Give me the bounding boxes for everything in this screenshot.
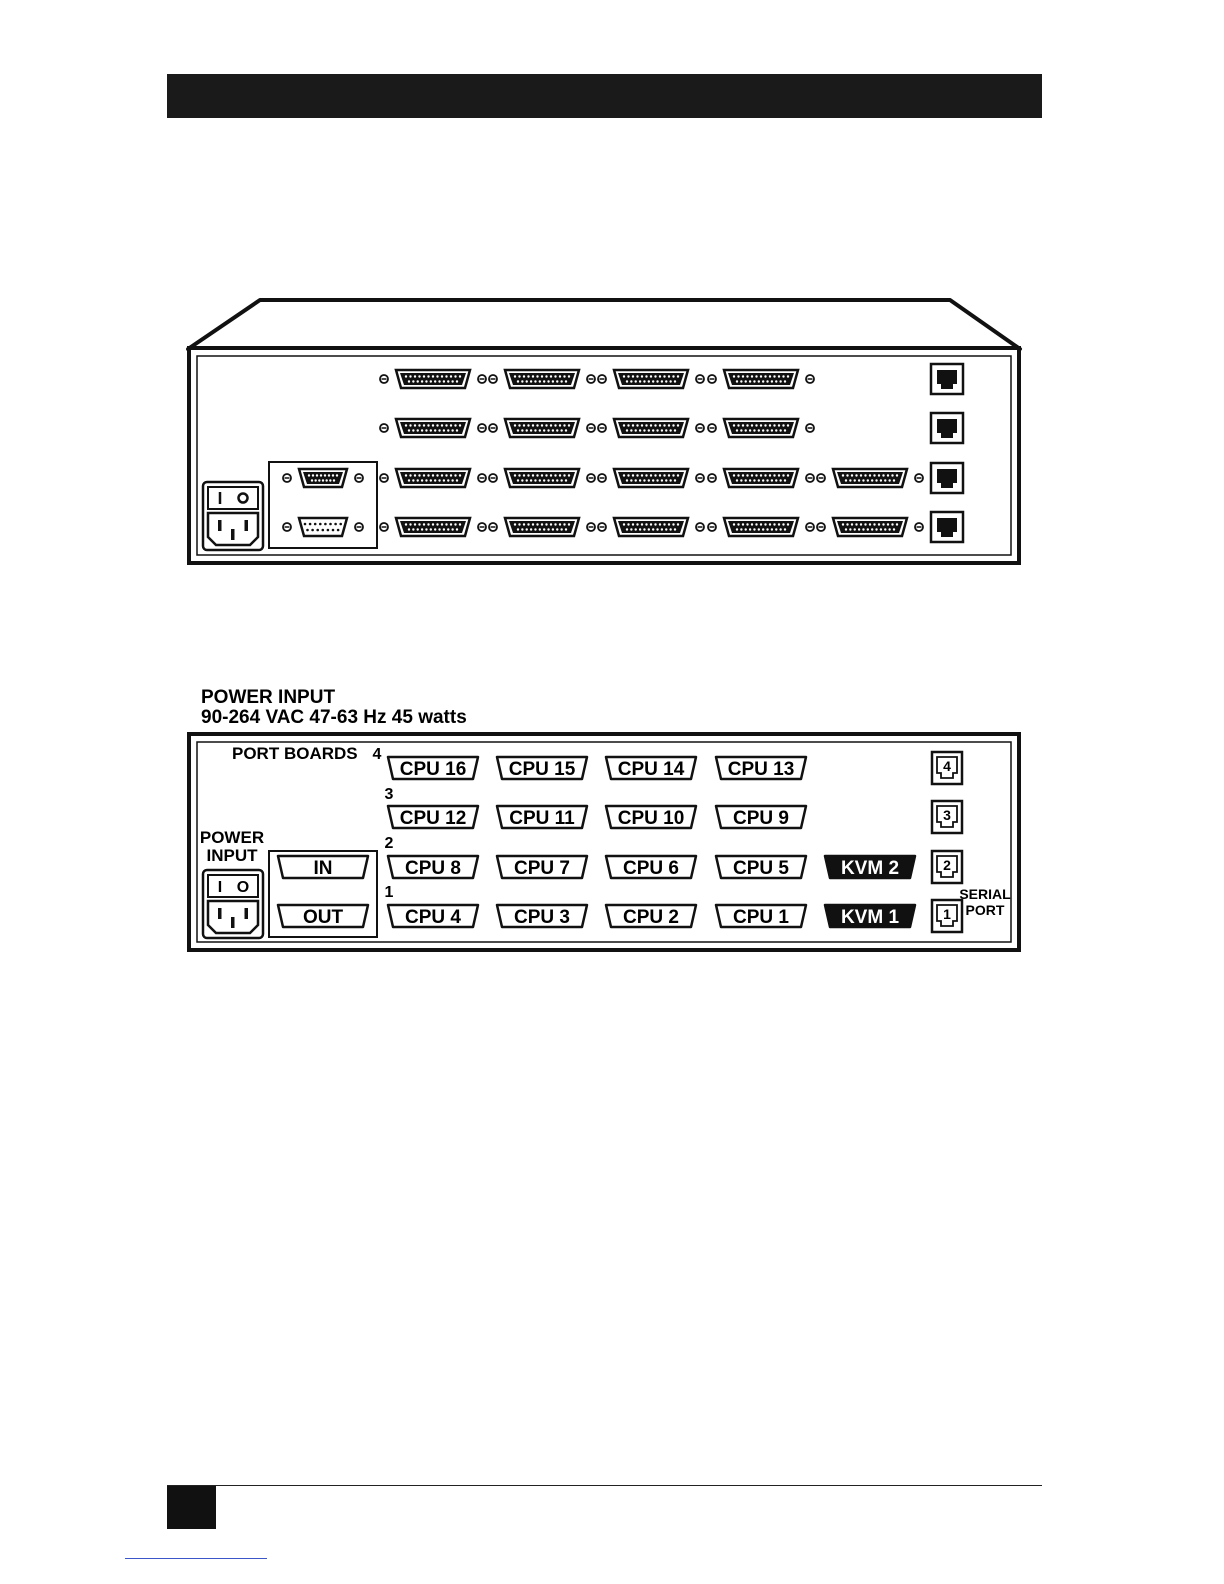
connector-label: CPU 14 xyxy=(618,759,685,780)
cpu-port-label: CPU 11 xyxy=(497,806,587,829)
cpu-port-label: CPU 4 xyxy=(388,905,478,928)
power-input-label-top: POWER xyxy=(200,828,264,847)
serial-port-icon: 1 xyxy=(932,900,962,932)
serial-port-number: 3 xyxy=(943,807,951,823)
video-out-label: OUT xyxy=(278,905,368,928)
connector-label: CPU 1 xyxy=(733,907,789,928)
cpu-port-label: CPU 8 xyxy=(388,856,478,879)
cpu-port-label: CPU 12 xyxy=(388,806,478,829)
connector-label: CPU 9 xyxy=(733,808,789,829)
cpu-port-label: CPU 13 xyxy=(716,757,806,780)
connector-label: CPU 6 xyxy=(623,858,679,879)
inlet-pin xyxy=(231,917,235,928)
connector-label: CPU 2 xyxy=(623,907,679,928)
cpu-port-label: CPU 2 xyxy=(606,905,696,928)
connector-label: CPU 8 xyxy=(405,858,461,879)
link-underline xyxy=(125,1558,267,1559)
connector-label: CPU 12 xyxy=(400,808,467,829)
connector-label: IN xyxy=(314,858,333,879)
connector-label: CPU 4 xyxy=(405,907,461,928)
serial-port-icon: 3 xyxy=(932,801,962,833)
kvm-port-label: KVM 1 xyxy=(825,905,915,928)
power-input-label-bottom: INPUT xyxy=(207,846,259,865)
labeled-rear-panel: PORT BOARDS POWER INPUT SERIAL PORT IO C… xyxy=(0,0,1224,1000)
serial-port-label-top: SERIAL xyxy=(959,886,1011,902)
cpu-port-label: CPU 10 xyxy=(606,806,696,829)
page-number-block xyxy=(167,1486,216,1529)
port-board-number: 4 xyxy=(373,746,382,763)
connector-label: CPU 16 xyxy=(400,759,467,780)
serial-port-number: 1 xyxy=(943,906,951,922)
switch-on-mark: I xyxy=(218,879,222,896)
cpu-port-label: CPU 7 xyxy=(497,856,587,879)
inlet-pin xyxy=(218,908,222,919)
rocker-switch xyxy=(208,875,258,897)
serial-port-icon: 2 xyxy=(932,851,962,883)
cpu-port-label: CPU 3 xyxy=(497,905,587,928)
connector-label: CPU 11 xyxy=(509,808,575,829)
connector-label: CPU 3 xyxy=(514,907,570,928)
video-in-label: IN xyxy=(278,856,368,879)
serial-port-number: 4 xyxy=(943,758,951,774)
connector-label: KVM 2 xyxy=(841,858,899,879)
cpu-port-label: CPU 5 xyxy=(716,856,806,879)
serial-port-icon: 4 xyxy=(932,752,962,784)
connector-label: CPU 5 xyxy=(733,858,789,879)
connector-label: CPU 7 xyxy=(514,858,570,879)
serial-port-number: 2 xyxy=(943,857,951,873)
cpu-port-label: CPU 1 xyxy=(716,905,806,928)
kvm-port-label: KVM 2 xyxy=(825,856,915,879)
cpu-port-label: CPU 9 xyxy=(716,806,806,829)
cpu-port-label: CPU 14 xyxy=(606,757,696,780)
port-board-number: 1 xyxy=(385,884,394,901)
port-boards-label: PORT BOARDS xyxy=(232,744,358,763)
inlet-pin xyxy=(245,908,249,919)
footer-rule xyxy=(167,1485,1042,1486)
connector-label: CPU 13 xyxy=(728,759,795,780)
connector-label: CPU 15 xyxy=(509,759,576,780)
switch-off-mark: O xyxy=(237,879,249,896)
port-board-number: 2 xyxy=(385,835,394,852)
cpu-port-label: CPU 15 xyxy=(497,757,587,780)
cpu-port-label: CPU 6 xyxy=(606,856,696,879)
port-board-number: 3 xyxy=(385,786,394,803)
connector-label: CPU 10 xyxy=(618,808,685,829)
connector-label: OUT xyxy=(303,907,344,928)
connector-label: KVM 1 xyxy=(841,907,900,928)
serial-port-label-bottom: PORT xyxy=(966,902,1005,918)
cpu-port-label: CPU 16 xyxy=(388,757,478,780)
